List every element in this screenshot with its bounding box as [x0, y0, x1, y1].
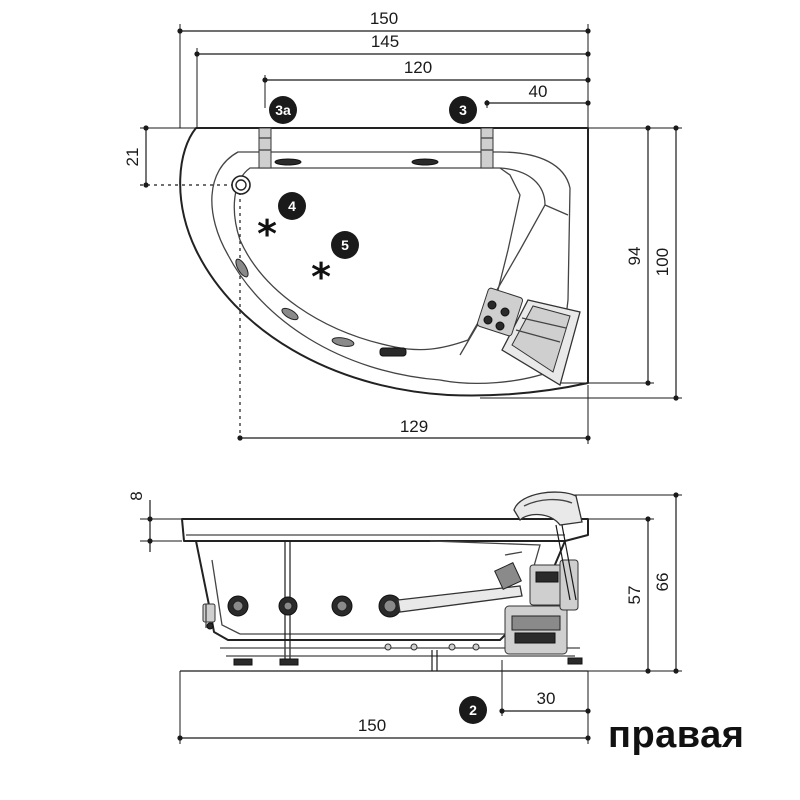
dimension-120-label: 120: [404, 58, 432, 77]
dimension-21-label: 21: [123, 148, 142, 167]
foot-icon: [567, 657, 583, 665]
dimension-66-label: 66: [653, 573, 672, 592]
side-view: 8 57 66 30: [127, 491, 682, 744]
dimension-150-bottom: 150: [177, 671, 591, 744]
svg-text:4: 4: [288, 198, 296, 214]
rim-jet-icon: [411, 158, 439, 166]
dimension-40: 40: [484, 82, 591, 106]
drain-fitting-icon: [202, 603, 216, 630]
pump-unit: [494, 551, 579, 655]
svg-text:2: 2: [469, 702, 477, 718]
bathtub-outer-outline: [179, 127, 589, 397]
orientation-caption: правая: [608, 714, 745, 756]
asterisk-icon: *: [311, 255, 331, 299]
grill-icon: [379, 347, 407, 357]
side-jet-2-icon: [278, 596, 298, 616]
control-knob-icon: [495, 321, 505, 331]
dimension-57: 57: [588, 516, 654, 674]
control-panel: [476, 287, 524, 337]
control-knob-icon: [487, 300, 497, 310]
svg-text:3a: 3a: [275, 102, 291, 118]
marker-2: 2: [459, 696, 487, 724]
dimension-8: 8: [127, 491, 182, 552]
faucet-post-3a: [258, 127, 272, 169]
dimension-66: 66: [560, 492, 682, 674]
dimension-94: 94: [560, 125, 682, 386]
overflow-drain-icon: [231, 175, 251, 195]
dimension-150: 150: [177, 9, 591, 34]
side-jet-icon: [281, 307, 299, 321]
side-jet-3-icon: [331, 595, 353, 617]
dimension-100: 100: [480, 125, 682, 401]
dimension-100-label: 100: [653, 248, 672, 276]
rim-jet-icon: [274, 158, 302, 166]
dimension-145: 145: [194, 32, 591, 57]
dimension-57-label: 57: [625, 586, 644, 605]
dimension-150-bottom-label: 150: [358, 716, 386, 735]
dimension-129: 129: [237, 185, 591, 444]
seat-edge: [544, 204, 569, 216]
marker-5: 5: [331, 231, 359, 259]
control-knob-icon: [500, 307, 510, 317]
dimension-8-label: 8: [127, 491, 146, 500]
dimension-94-label: 94: [625, 247, 644, 266]
dimension-30: 30: [499, 660, 591, 716]
side-jet-icon: [235, 258, 249, 278]
dimension-150-label: 150: [370, 9, 398, 28]
faucet-post-3: [480, 127, 494, 169]
water-pipe: [397, 585, 523, 613]
side-jet-icon: [331, 337, 355, 347]
marker-3a: 3a: [269, 96, 297, 124]
foot-icon: [233, 658, 253, 666]
side-jet-4-icon: [378, 594, 402, 618]
headrest-side: [513, 491, 583, 601]
control-knob-icon: [483, 315, 493, 325]
asterisk-icon: *: [257, 212, 277, 256]
dimension-40-label: 40: [529, 82, 548, 101]
dimension-120: 120: [262, 58, 591, 83]
dimension-129-label: 129: [400, 417, 428, 436]
marker-4: 4: [278, 192, 306, 220]
dimension-30-label: 30: [537, 689, 556, 708]
side-jet-1-icon: [227, 595, 249, 617]
svg-text:5: 5: [341, 237, 349, 253]
bathtub-inner-rim: [211, 151, 571, 384]
dimension-145-label: 145: [371, 32, 399, 51]
svg-text:3: 3: [459, 102, 467, 118]
top-view: 150 145 120 40: [123, 9, 682, 444]
foot-icon: [279, 658, 299, 666]
bathtub-rim: [181, 518, 589, 542]
dimension-21: 21: [123, 125, 238, 188]
bathtub-basin: [233, 167, 546, 351]
marker-3: 3: [449, 96, 477, 124]
headrest: [501, 299, 581, 387]
